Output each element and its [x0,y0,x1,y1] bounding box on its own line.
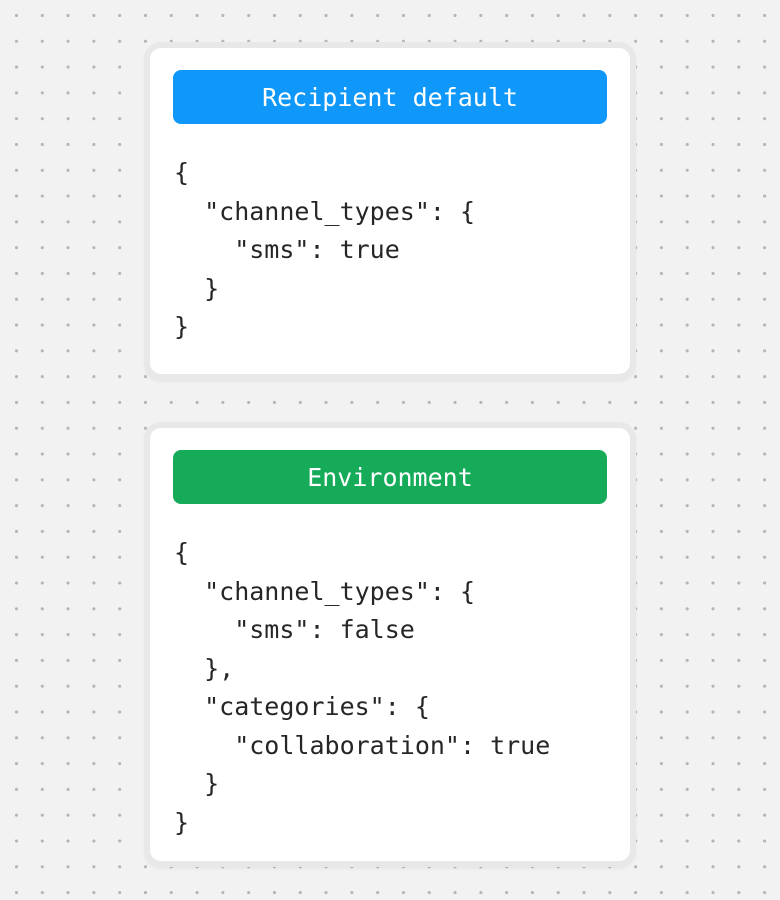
code-line: } [174,312,190,341]
recipient-default-badge: Recipient default [173,70,607,124]
environment-badge-label: Environment [307,462,473,492]
environment-card: Environment { "channel_types": { "sms": … [144,422,636,867]
code-line: "channel_types": { [174,196,476,226]
environment-badge: Environment [173,450,607,504]
code-line: { [174,158,190,187]
code-line: }, [174,653,235,683]
recipient-default-badge-label: Recipient default [262,82,518,112]
environment-json-block: { "channel_types": { "sms": false }, "ca… [150,534,630,842]
recipient-default-card: Recipient default { "channel_types": { "… [144,42,636,380]
code-line: "categories": { [174,692,430,721]
code-line: } [174,807,190,837]
code-line: "sms": true [174,235,400,264]
recipient-default-json-block: { "channel_types": { "sms": true } } [150,154,630,347]
code-line: "collaboration": true [174,730,551,760]
code-line: { [174,538,190,567]
code-line: } [174,273,220,303]
code-line: "channel_types": { [174,576,476,606]
code-line: "sms": false [174,615,415,644]
code-line: } [174,769,220,798]
